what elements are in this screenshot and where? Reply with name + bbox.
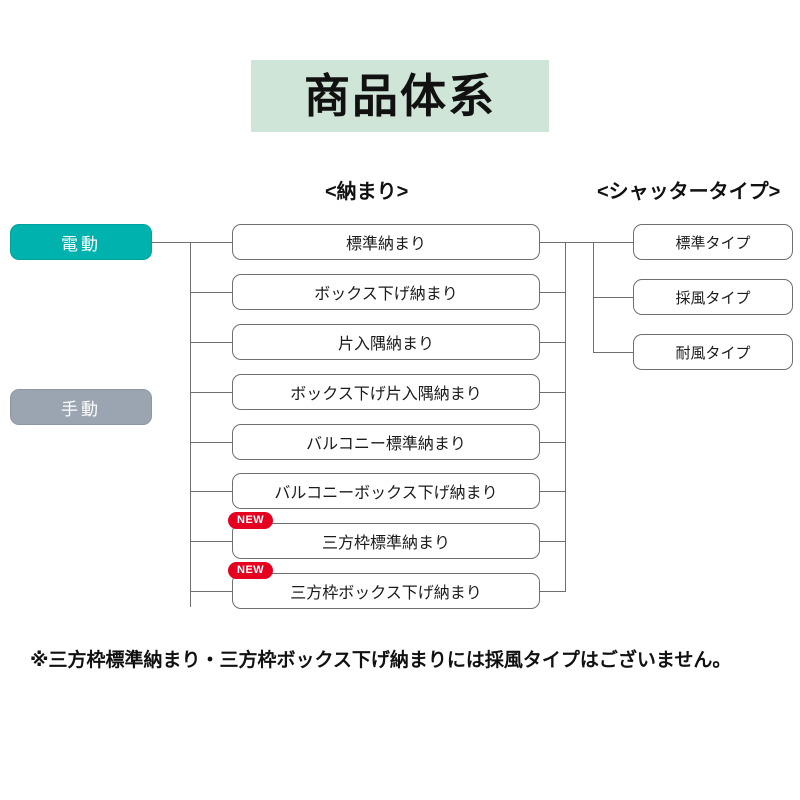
column-header-shutter-type: <シャッタータイプ> <box>597 181 781 203</box>
connector-collector-vertical <box>565 242 566 592</box>
connector-dendo-to-trunk <box>152 242 191 243</box>
connector-osamari-out-2 <box>540 292 566 293</box>
connector-osamari-out-4 <box>540 392 566 393</box>
connector-trunk-branch-6 <box>190 491 232 492</box>
column-header-osamari: <納まり> <box>325 181 409 203</box>
connector-shutter-branch-1 <box>593 242 634 243</box>
connector-osamari-out-6 <box>540 491 566 492</box>
osamari-node-5[interactable]: バルコニー標準納まり <box>232 424 540 460</box>
connector-trunk-branch-3 <box>190 342 232 343</box>
osamari-node-8[interactable]: NEW 三方枠ボックス下げ納まり <box>228 562 540 609</box>
connector-shutter-branch-3 <box>593 352 634 353</box>
new-badge-icon: NEW <box>228 512 274 530</box>
osamari-node-6-label: バルコニーボックス下げ納まり <box>274 485 498 502</box>
connector-osamari-out-1 <box>540 242 566 243</box>
drive-type-dendo[interactable]: 電動 <box>10 224 152 260</box>
connector-trunk-branch-1 <box>190 242 232 243</box>
shutter-type-node-2[interactable]: 採風タイプ <box>633 279 793 315</box>
drive-type-shudo[interactable]: 手動 <box>10 389 152 425</box>
shutter-type-node-1-label: 標準タイプ <box>675 234 751 252</box>
connector-shutter-branch-2 <box>593 297 634 298</box>
connector-osamari-out-7 <box>540 541 566 542</box>
shutter-type-node-3-label: 耐風タイプ <box>675 344 751 362</box>
osamari-node-4-label: ボックス下げ片入隅納まり <box>290 386 482 403</box>
osamari-node-5-label: バルコニー標準納まり <box>306 436 466 453</box>
osamari-node-3[interactable]: 片入隅納まり <box>232 324 540 360</box>
connector-trunk-branch-2 <box>190 292 232 293</box>
connector-trunk-branch-7 <box>190 541 232 542</box>
osamari-node-1-label: 標準納まり <box>345 236 426 253</box>
osamari-node-6[interactable]: バルコニーボックス下げ納まり <box>232 473 540 509</box>
drive-type-shudo-label: 手動 <box>61 399 101 419</box>
connector-trunk-branch-4 <box>190 392 232 393</box>
osamari-node-4[interactable]: ボックス下げ片入隅納まり <box>232 374 540 410</box>
osamari-node-2[interactable]: ボックス下げ納まり <box>232 274 540 310</box>
connector-osamari-out-5 <box>540 442 566 443</box>
osamari-node-1[interactable]: 標準納まり <box>232 224 540 260</box>
connector-trunk-branch-5 <box>190 442 232 443</box>
connector-osamari-out-8 <box>540 591 566 592</box>
new-badge-icon: NEW <box>228 562 274 580</box>
osamari-node-8-label: 三方枠ボックス下げ納まり <box>290 585 482 602</box>
osamari-node-3-label: 片入隅納まり <box>337 336 434 353</box>
footnote-text: ※三方枠標準納まり・三方枠ボックス下げ納まりには採風タイプはございません。 <box>30 650 732 671</box>
connector-osamari-out-3 <box>540 342 566 343</box>
shutter-type-node-3[interactable]: 耐風タイプ <box>633 334 793 370</box>
shutter-type-node-2-label: 採風タイプ <box>675 289 751 307</box>
shutter-type-node-1[interactable]: 標準タイプ <box>633 224 793 260</box>
connector-trunk-vertical <box>190 242 191 607</box>
osamari-node-7-label: 三方枠標準納まり <box>321 535 450 552</box>
page-title-banner: 商品体系 <box>251 60 549 132</box>
osamari-node-7[interactable]: NEW 三方枠標準納まり <box>228 512 540 559</box>
connector-collector-to-shutter <box>565 242 594 243</box>
connector-trunk-branch-8 <box>190 591 232 592</box>
osamari-node-2-label: ボックス下げ納まり <box>314 286 458 303</box>
page-title: 商品体系 <box>304 70 496 122</box>
drive-type-dendo-label: 電動 <box>61 234 101 254</box>
